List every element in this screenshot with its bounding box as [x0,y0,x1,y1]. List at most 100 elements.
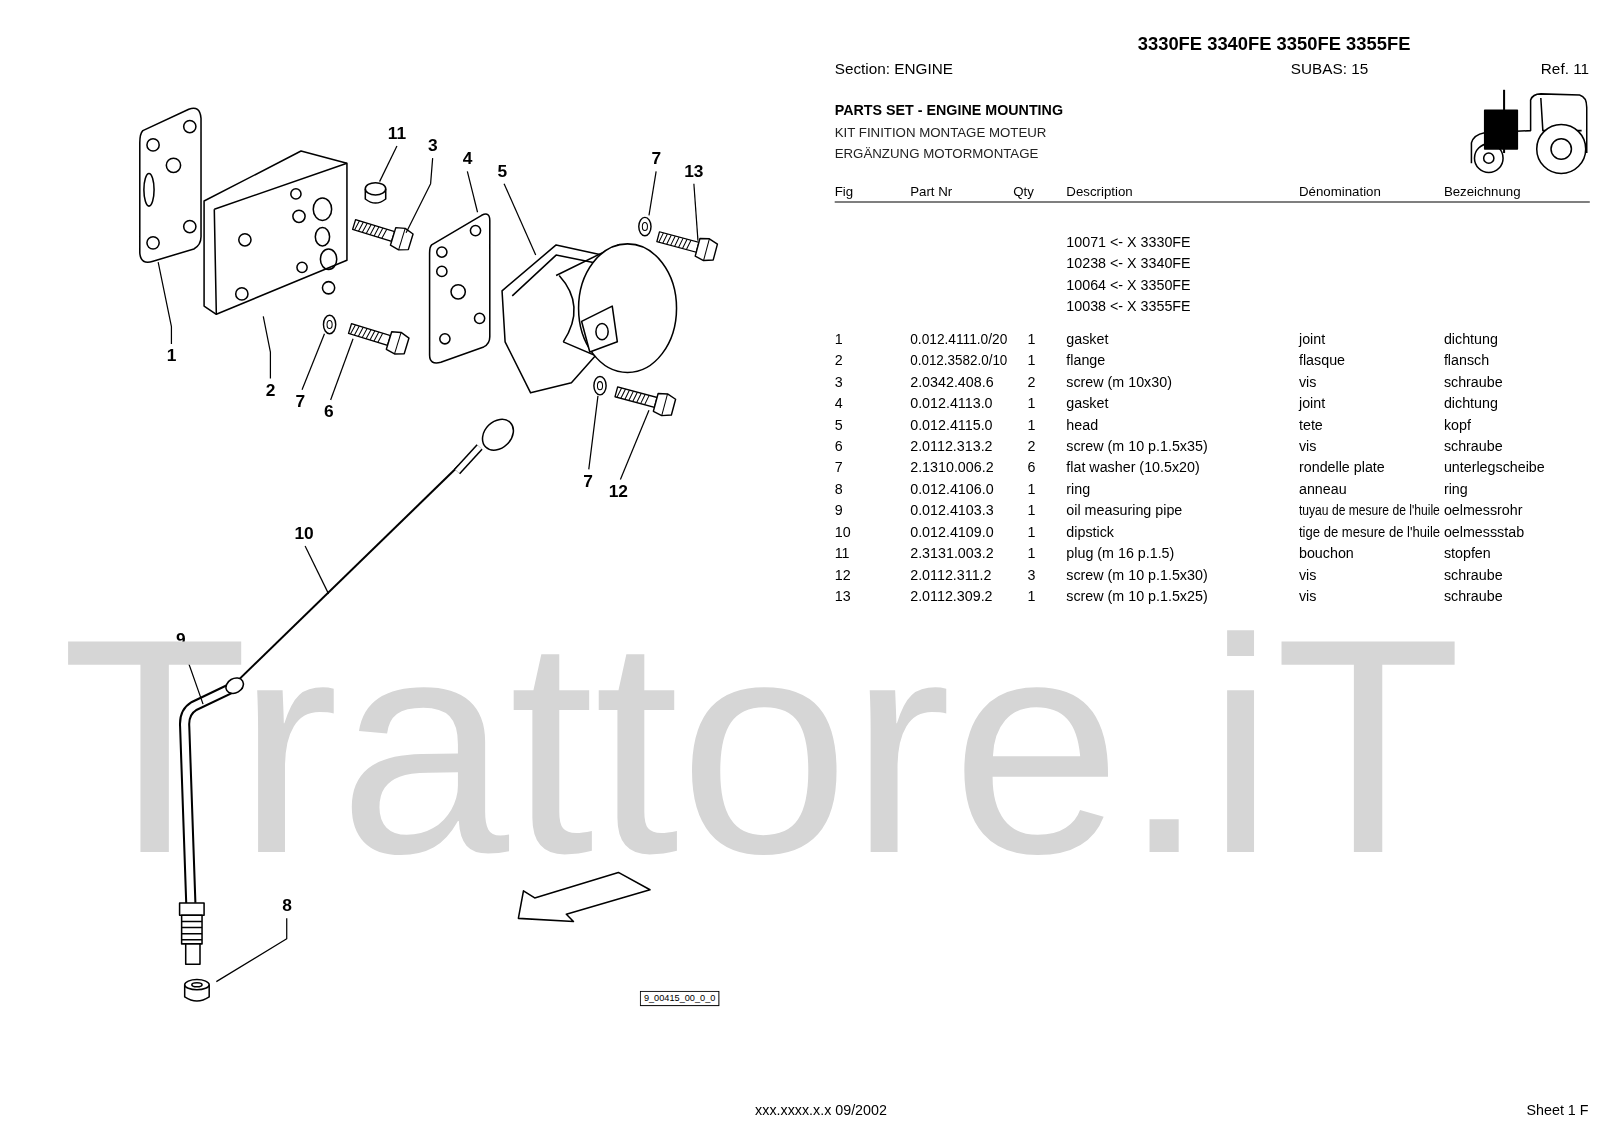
table-cell: 1 [835,331,843,347]
table-cell: flansch [1444,352,1489,368]
table-cell: 1 [1028,395,1036,411]
table-cell: 0.012.4106.0 [910,481,993,497]
table-cell: bouchon [1299,545,1354,561]
table-cell: 6 [1028,459,1036,475]
flange-part [320,249,336,269]
table-cell: schraube [1444,438,1503,454]
table-cell: 10 [835,523,851,539]
table-cell: unterlegscheibe [1444,459,1545,475]
table-cell: dichtung [1444,331,1498,347]
table-cell: 2.1310.006.2 [910,459,993,475]
table-cell: plug (m 16 p.1.5) [1066,545,1174,561]
callout-number: 10 [294,523,313,543]
table-cell: kopf [1444,416,1471,432]
sheet-title: PARTS SET - ENGINE MOUNTING [835,102,1063,118]
callout-number: 7 [295,392,305,412]
oil-pipe-part [186,944,200,964]
gasket-part [451,285,465,299]
head-part [559,276,574,342]
flange-part [297,262,307,272]
table-cell: 8 [835,481,843,497]
table-cell: 12 [835,566,851,582]
table-cell: head [1066,416,1098,432]
flange-part [239,234,251,246]
table-cell: tuyau de mesure de l'huile [1299,502,1440,518]
ref-text: Ref. 11 [1541,60,1589,78]
table-cell: 0.012.4113.0 [910,395,992,411]
table-cell: dipstick [1066,523,1114,539]
leader-line [305,546,328,594]
table-cell: oelmessstab [1444,523,1524,539]
footer-text: xxx.xxxx.x.x 09/2002 [755,1102,887,1118]
serial-range: 10238 <- X 3340FE [1066,255,1190,271]
gasket-part [440,334,450,344]
gasket-part [147,139,159,151]
gasket-part [430,214,490,363]
leader-line [216,918,286,981]
gasket-part [140,108,201,262]
gasket-part [470,226,480,236]
table-cell: 1 [1028,331,1036,347]
leader-line [649,171,656,215]
tractor-icon [1485,110,1518,149]
table-cell: 1 [1028,502,1036,518]
table-cell: 0.012.4115.0 [910,416,992,432]
subas-text: SUBAS: 15 [1291,60,1368,78]
table-cell: 0.012.4111.0/20 [910,331,1007,347]
table-header: Dénomination [1299,184,1381,199]
drawing-code: 9_00415_00_0_0 [644,993,716,1004]
gasket-part [184,120,196,132]
serial-range: 10071 <- X 3330FE [1066,234,1190,250]
table-cell: 2 [1028,438,1036,454]
flange-part [293,210,305,222]
table-header: Qty [1013,184,1034,199]
table-cell: 6 [835,438,843,454]
ring-part [192,983,202,987]
head-part [596,323,608,339]
ring-part [185,980,209,990]
table-cell: 2 [1028,373,1036,389]
gasket-part [437,247,447,257]
callout-number: 4 [463,149,473,169]
table-cell: tete [1299,416,1323,432]
leader-line [263,316,270,378]
oil-pipe-part [180,903,204,915]
section-text: Section: ENGINE [835,60,953,78]
flange-part [204,151,347,314]
table-header: Description [1066,184,1132,199]
callout-number: 5 [497,161,507,181]
ring-part [185,980,209,1001]
table-cell: 1 [1028,416,1036,432]
leader-line [331,339,353,400]
plug-part [365,183,385,195]
table-cell: flasque [1299,352,1345,368]
table-cell: 0.012.4103.3 [910,502,993,518]
leader-line [504,184,536,255]
tractor-icon [1471,90,1586,174]
table-cell: 2 [835,352,843,368]
gasket-part [144,173,154,206]
table-cell: joint [1299,331,1325,347]
screw-part [351,214,414,253]
screw-part [639,217,651,235]
table-cell: 0.012.3582.0/10 [910,352,1007,368]
table-cell: schraube [1444,566,1503,582]
table-cell: oil measuring pipe [1066,502,1182,518]
callout-number: 1 [167,346,177,366]
callout-number: 2 [266,381,276,401]
gasket-part [184,220,196,232]
table-cell: 1 [1028,523,1036,539]
callout-number: 12 [609,482,628,502]
flange-part [322,282,334,294]
table-cell: vis [1299,373,1316,389]
table-cell: joint [1299,395,1325,411]
table-cell: 2.0112.313.2 [910,438,992,454]
table-cell: tige de mesure de l'huile [1299,523,1440,539]
serial-range: 10064 <- X 3350FE [1066,277,1190,293]
table-header: Bezeichnung [1444,184,1521,199]
head-part [502,244,676,393]
head-part [579,244,677,373]
table-cell: 11 [835,545,850,561]
table-cell: 5 [835,416,843,432]
leader-line [406,158,433,232]
